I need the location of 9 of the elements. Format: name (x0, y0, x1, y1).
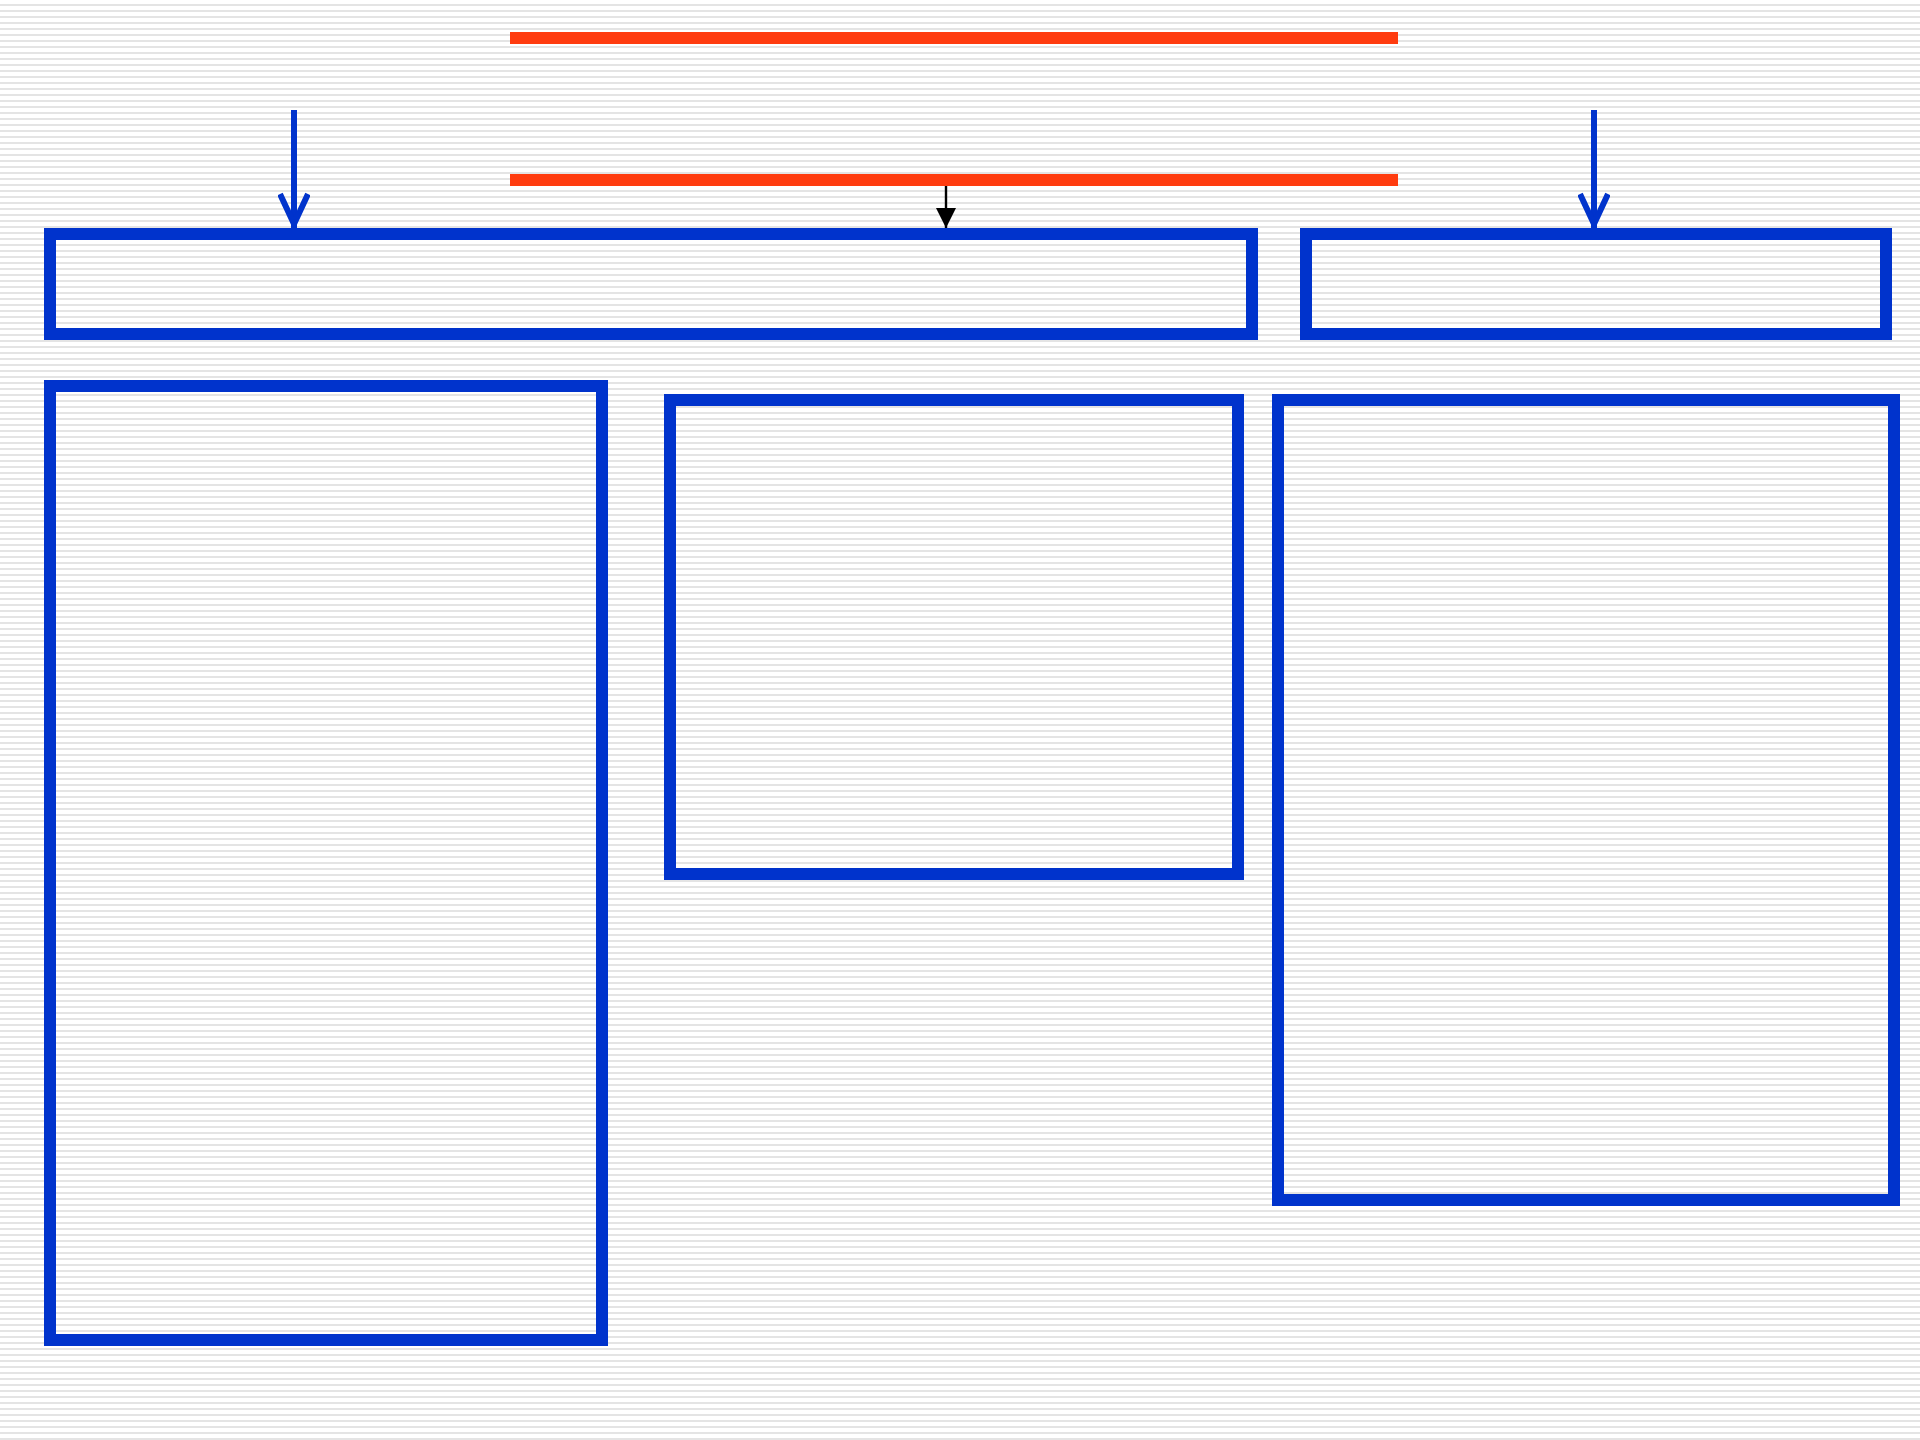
arrow (1577, 110, 1611, 228)
content-box (1272, 394, 1900, 1206)
header-box (44, 228, 1258, 340)
arrow (936, 186, 956, 228)
content-box (664, 394, 1244, 880)
title-band (510, 32, 1398, 186)
header-box (1300, 228, 1892, 340)
content-box (44, 380, 608, 1346)
arrow (277, 110, 311, 228)
